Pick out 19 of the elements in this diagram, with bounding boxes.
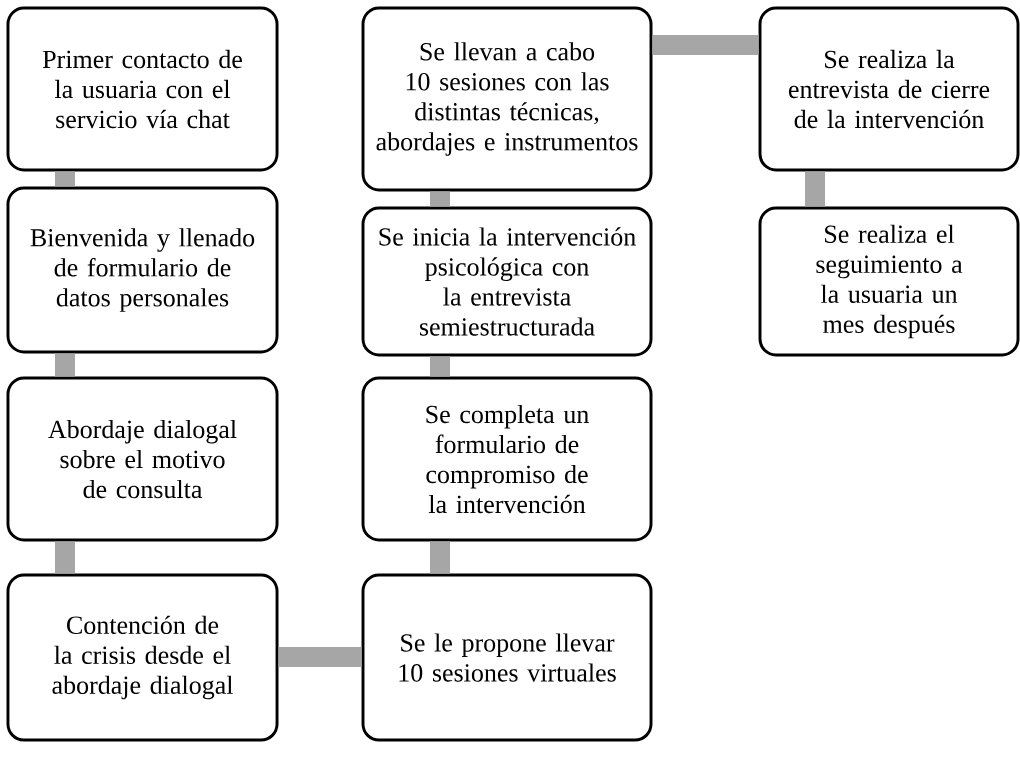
connector (55, 541, 75, 574)
connector (652, 35, 759, 55)
connector (430, 541, 450, 574)
connector (55, 171, 75, 187)
process-box: Contención de la crisis desde el abordaje dialogal (6, 573, 279, 742)
process-box: Se realiza la entrevista de cierre de la intervención (758, 6, 1020, 172)
connector (55, 353, 75, 377)
process-box: Se le propone llevar 10 sesiones virtuales (361, 573, 653, 742)
process-box: Abordaje dialogal sobre el motivo de consulta (6, 376, 279, 542)
process-box: Se completa un formulario de compromiso de la intervención (361, 376, 653, 542)
process-box: Se realiza el seguimiento a la usuaria un mes después (758, 206, 1020, 357)
connector (430, 191, 450, 207)
connector (805, 171, 825, 207)
process-box: Bienvenida y llenado de formulario de datos personales (6, 186, 279, 354)
process-box: Se inicia la intervención psicológica con la entrevista semiestructurada (361, 206, 653, 357)
connector (430, 356, 450, 377)
connector (278, 647, 362, 667)
process-box: Primer contacto de la usuaria con el servicio vía chat (6, 6, 279, 172)
process-box: Se llevan a cabo 10 sesiones con las distintas técnicas, abordajes e instrumentos (361, 6, 653, 192)
